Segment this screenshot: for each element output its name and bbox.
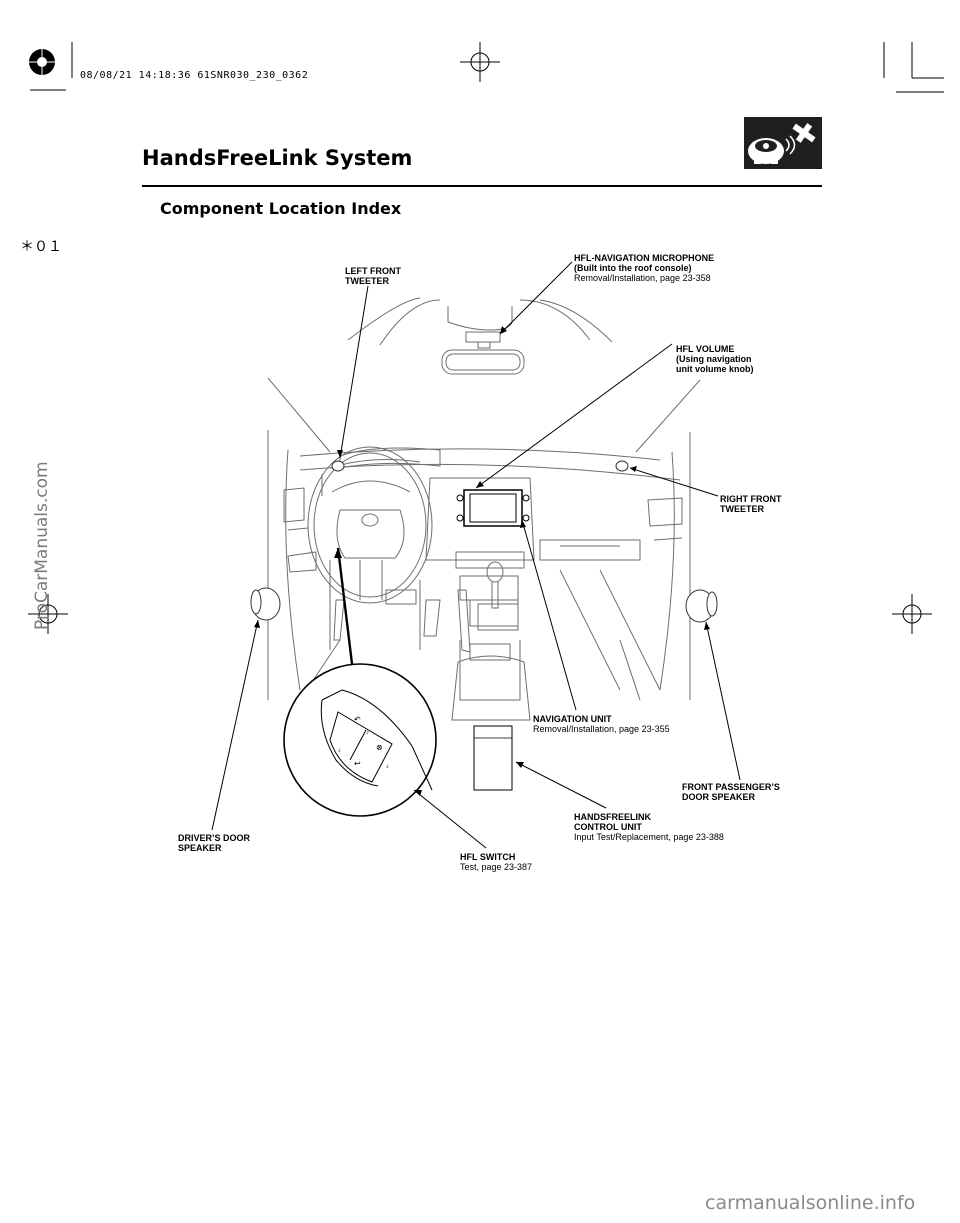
- svg-text:↩: ↩: [354, 759, 361, 768]
- hfl-switch-page-ref: Test, page 23-387: [460, 862, 533, 872]
- control-unit-page-ref: Input Test/Replacement, page 23-388: [574, 832, 724, 842]
- header-rule: [142, 185, 822, 187]
- hfl-volume-label: HFL VOLUME (Using navigation unit volume…: [676, 344, 754, 374]
- bottom-watermark: carmanualsonline.info: [705, 1192, 916, 1214]
- svg-text:♪: ♪: [338, 748, 341, 754]
- margin-mark: ＊０１: [20, 239, 62, 255]
- svg-text:↶: ↶: [354, 715, 361, 724]
- svg-text:⊗: ⊗: [376, 743, 383, 752]
- drivers-door-speaker-label: DRIVER’S DOOR SPEAKER: [178, 833, 251, 853]
- left-front-tweeter-label: LEFT FRONT TWEETER: [345, 266, 401, 286]
- hfl-navigation-microphone-label: HFL-NAVIGATION MICROPHONE (Built into th…: [574, 253, 715, 283]
- hfl-switch-label: HFL SWITCH Test, page 23-387: [460, 852, 533, 872]
- svg-text:♪: ♪: [366, 730, 369, 736]
- front-passenger-door-speaker-label: FRONT PASSENGER’S DOOR SPEAKER: [682, 782, 780, 802]
- navigation-unit-label: NAVIGATION UNIT Removal/Installation, pa…: [533, 714, 670, 734]
- page-title: HandsFreeLink System: [142, 146, 413, 170]
- section-title: Component Location Index: [160, 199, 402, 218]
- microphone-page-ref: Removal/Installation, page 23-358: [574, 273, 711, 283]
- car-satellite-navigation-icon: [744, 117, 822, 169]
- handsfreelink-control-unit-label: HANDSFREELINK CONTROL UNIT Input Test/Re…: [574, 812, 724, 842]
- navigation-unit-page-ref: Removal/Installation, page 23-355: [533, 724, 670, 734]
- right-front-tweeter-label: RIGHT FRONT TWEETER: [720, 494, 782, 514]
- svg-text:♪: ♪: [386, 764, 389, 770]
- registration-stamp: 08/08/21 14:18:36 61SNR030_230_0362: [80, 70, 309, 81]
